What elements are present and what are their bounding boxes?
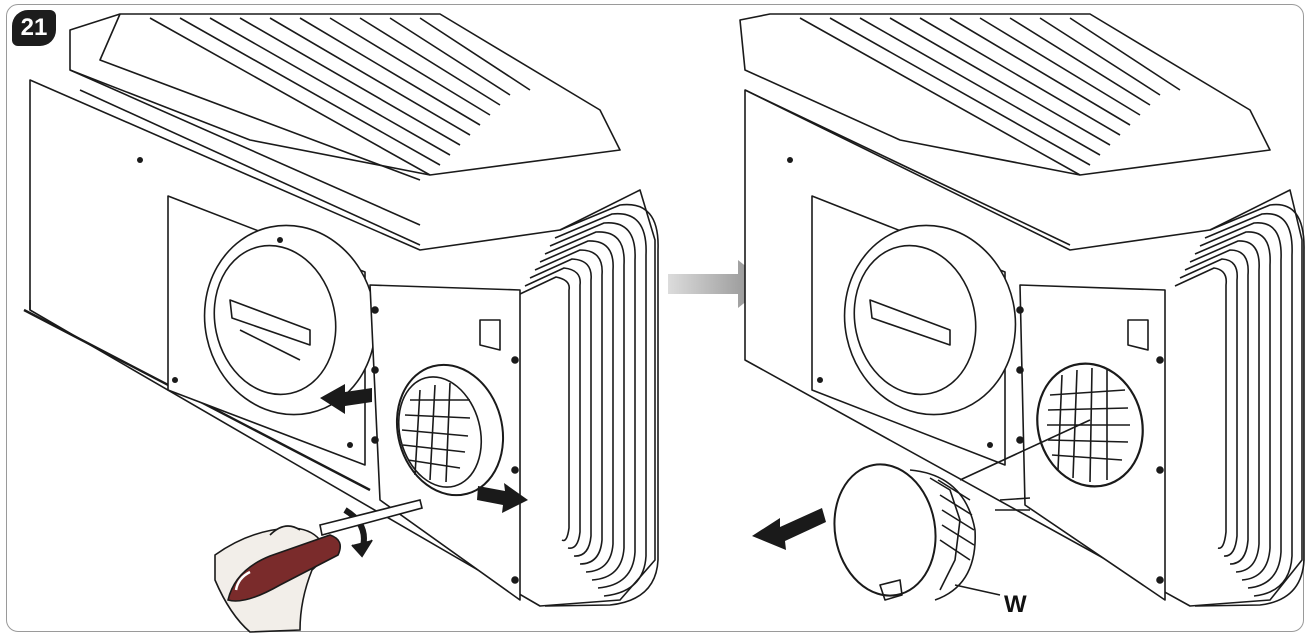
step-number-badge: 21 (12, 10, 56, 46)
step-number: 21 (20, 14, 48, 41)
screw-holes-left (137, 157, 353, 448)
filter-housing-plate-right (1016, 284, 1166, 601)
top-grille-left (69, 13, 621, 246)
pull-arrow-icon (752, 508, 826, 550)
left-panel (23, 13, 659, 607)
transition-arrow-icon (668, 260, 768, 308)
screwdriver-icon (227, 499, 423, 602)
filter-housing-plate-left (369, 284, 521, 601)
part-label-w: W (1004, 591, 1027, 618)
pull-arrow-icon (320, 384, 528, 513)
removed-filter-w (833, 419, 1091, 601)
screw-holes-right (787, 157, 993, 448)
rotate-arrow-icon (343, 507, 373, 558)
right-panel (739, 13, 1305, 607)
top-grille-right (739, 13, 1271, 246)
mounting-plate-right (811, 195, 1017, 466)
mounting-plate-left (167, 195, 377, 466)
